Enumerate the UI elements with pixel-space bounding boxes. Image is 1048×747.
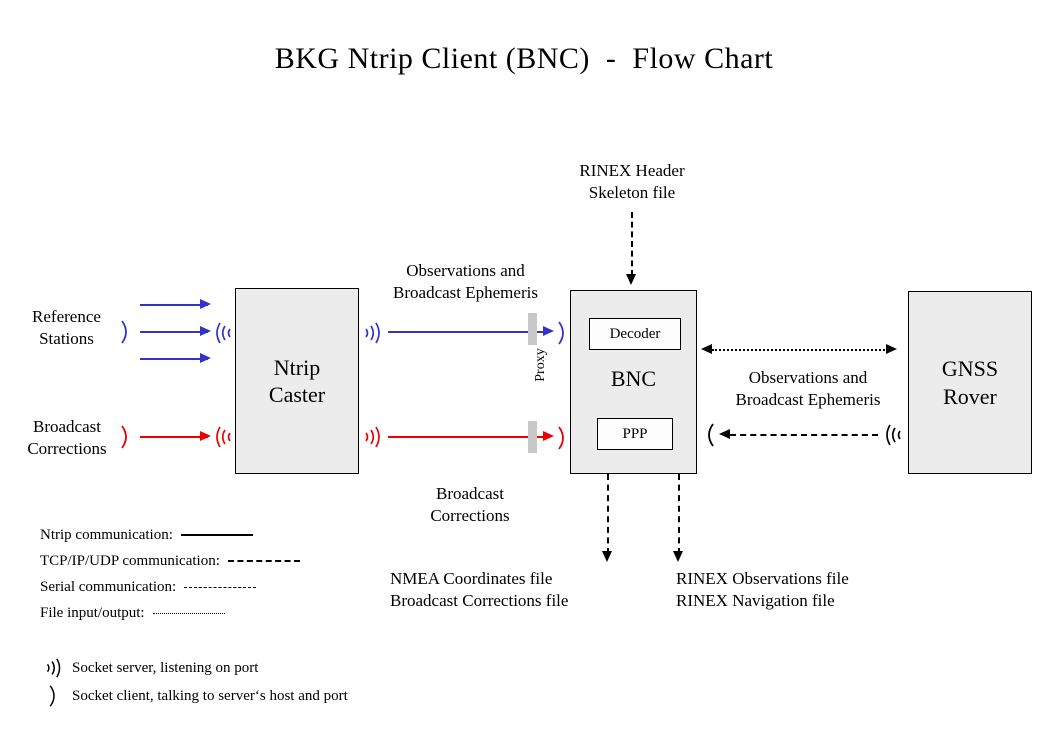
nmea-files-label: NMEA Coordinates file Broadcast Correcti… xyxy=(390,569,569,611)
rinex-files-arrow-head xyxy=(673,551,683,562)
proxy-bar-top xyxy=(528,313,537,345)
socket-client-icon-bnc-rover-in xyxy=(702,422,716,448)
broadcast-corrections-arrow-line xyxy=(140,436,208,438)
socket-server-icon-rover xyxy=(882,422,904,448)
nmea-files-arrow-line xyxy=(607,474,609,554)
legend-label-file-io: File input/output: xyxy=(40,604,145,621)
reference-stations-label: Reference Stations xyxy=(32,307,101,349)
rinex-skeleton-label: RINEX Header Skeleton file xyxy=(579,161,685,203)
reference-arrow-1-line xyxy=(140,304,208,306)
legend-label-serial: Serial communication: xyxy=(40,578,177,595)
caster-to-bnc-obs-line xyxy=(388,331,550,333)
socket-client-icon-reference-stations xyxy=(119,319,133,345)
socket-client-icon-bnc-corr-in xyxy=(556,425,570,451)
legend-sample-dotted-line xyxy=(152,612,225,614)
node-gnss-rover-label: GNSS Rover xyxy=(941,356,999,409)
legend-sample-dashed-line xyxy=(227,560,300,562)
rinex-files-arrow-line xyxy=(678,474,680,554)
legend-row-serial: Serial communication: xyxy=(40,574,370,600)
socket-server-icon-caster-obs-in xyxy=(212,320,234,346)
proxy-label: Proxy xyxy=(533,348,548,382)
broadcast-corrections-input-label: Broadcast Corrections xyxy=(27,417,107,459)
node-ntrip-caster-label: Ntrip Caster xyxy=(268,354,326,408)
legend-label-socket-client: Socket client, talking to server‘s host … xyxy=(72,687,348,704)
socket-client-icon-broadcast-corrections xyxy=(119,424,133,450)
reference-arrow-3-line xyxy=(140,358,208,360)
caster-to-bnc-corr-head xyxy=(543,431,554,441)
caster-to-bnc-obs-head xyxy=(543,326,554,336)
observations-ephemeris-left-label: Observations and Broadcast Ephemeris xyxy=(393,261,538,303)
reference-arrow-3-head xyxy=(200,353,211,363)
socket-client-icon-bnc-obs-in xyxy=(556,320,570,346)
rinex-skeleton-arrow-line xyxy=(631,212,633,276)
rover-to-bnc-head xyxy=(719,429,730,439)
broadcast-corrections-arrow-head xyxy=(200,431,211,441)
legend-label-socket-server: Socket server, listening on port xyxy=(72,659,259,676)
legend-line-styles: Ntrip communication: TCP/IP/UDP communic… xyxy=(40,522,370,626)
socket-server-icon-caster-corr-in xyxy=(212,424,234,450)
observations-ephemeris-right-label: Observations and Broadcast Ephemeris xyxy=(735,368,881,410)
socket-client-icon xyxy=(38,684,70,708)
reference-arrow-2-line xyxy=(140,331,208,333)
legend-row-tcpip: TCP/IP/UDP communication: xyxy=(40,548,370,574)
socket-server-icon xyxy=(38,656,70,680)
bnc-decoder-box[interactable]: Decoder xyxy=(589,318,681,350)
bnc-rover-dotted-head-left xyxy=(701,344,712,354)
rinex-skeleton-arrow-head xyxy=(626,274,636,285)
legend-row-file-io: File input/output: xyxy=(40,600,370,626)
legend-label-ntrip: Ntrip communication: xyxy=(40,526,173,543)
bnc-rover-dotted-head-right xyxy=(886,344,897,354)
socket-server-icon-caster-obs-out xyxy=(362,320,384,346)
proxy-bar-bottom xyxy=(528,421,537,453)
legend-row-socket-client: Socket client, talking to server‘s host … xyxy=(38,682,458,710)
node-bnc[interactable]: Decoder BNC PPP xyxy=(570,290,697,474)
socket-server-icon-caster-corr-out xyxy=(362,424,384,450)
reference-arrow-1-head xyxy=(200,299,211,309)
node-ntrip-caster[interactable]: Ntrip Caster xyxy=(235,288,359,474)
legend-label-tcpip: TCP/IP/UDP communication: xyxy=(40,552,220,569)
legend-row-ntrip: Ntrip communication: xyxy=(40,522,370,548)
broadcast-corrections-output-label: Broadcast Corrections xyxy=(430,484,510,526)
rinex-files-label: RINEX Observations file RINEX Navigation… xyxy=(676,569,849,611)
bnc-rover-dotted-line xyxy=(712,349,892,351)
legend-sample-dash-dot-line xyxy=(184,586,257,588)
nmea-files-arrow-head xyxy=(602,551,612,562)
page-title: BKG Ntrip Client (BNC) - Flow Chart xyxy=(274,42,774,75)
node-bnc-label: BNC xyxy=(610,366,657,391)
legend-sample-solid-line xyxy=(180,534,253,536)
node-gnss-rover[interactable]: GNSS Rover xyxy=(908,291,1032,474)
legend-socket-types: Socket server, listening on port Socket … xyxy=(38,654,458,710)
legend-row-socket-server: Socket server, listening on port xyxy=(38,654,458,682)
bnc-ppp-label: PPP xyxy=(622,425,648,442)
rover-to-bnc-line xyxy=(730,434,878,436)
reference-arrow-2-head xyxy=(200,326,211,336)
bnc-decoder-label: Decoder xyxy=(609,325,661,342)
bnc-ppp-box[interactable]: PPP xyxy=(597,418,673,450)
caster-to-bnc-corr-line xyxy=(388,436,550,438)
